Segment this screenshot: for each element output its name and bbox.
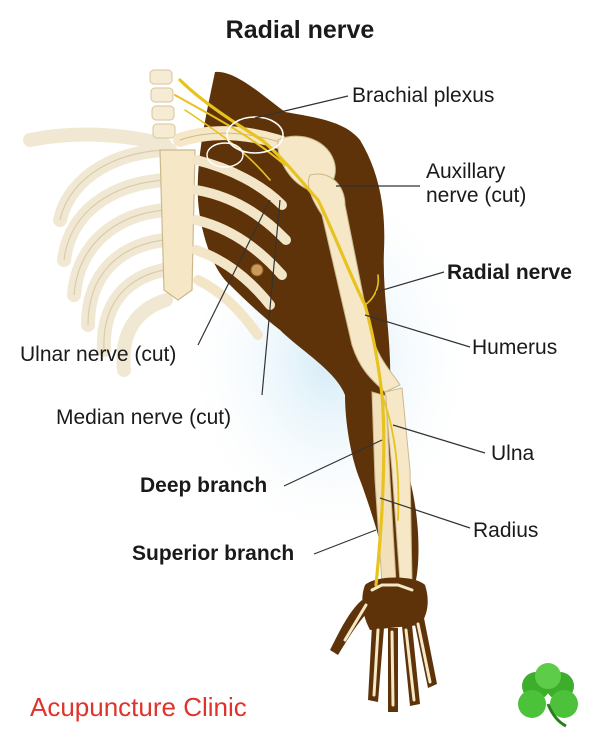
nerve-cut-marker [206,142,244,168]
label-auxillary-nerve-line1: Auxillary [426,160,506,183]
arm-silhouette [197,71,419,586]
sternum [159,149,196,301]
label-brachial-plexus: Brachial plexus [352,84,495,107]
label-superior-branch: Superior branch [132,542,295,565]
label-auxillary-nerve-line2: nerve (cut) [426,184,527,207]
label-deep-branch: Deep branch [140,474,268,497]
rib-outline [59,149,171,351]
ribcage [23,127,177,377]
label-radius: Radius [473,519,539,542]
nerve-cut-marker [226,116,284,154]
label-median-nerve: Median nerve (cut) [56,406,232,429]
shamrock-icon [518,663,578,728]
watermark-text: Acupuncture Clinic [30,692,247,722]
leader-lines [197,95,486,555]
spine [149,69,176,139]
nipple [250,263,264,277]
label-ulnar-nerve: Ulnar nerve (cut) [20,343,177,366]
label-radial-nerve: Radial nerve [447,261,572,284]
label-humerus: Humerus [472,336,558,359]
page-title: Radial nerve [225,16,375,44]
hand [330,577,437,712]
label-ulna: Ulna [491,442,535,465]
